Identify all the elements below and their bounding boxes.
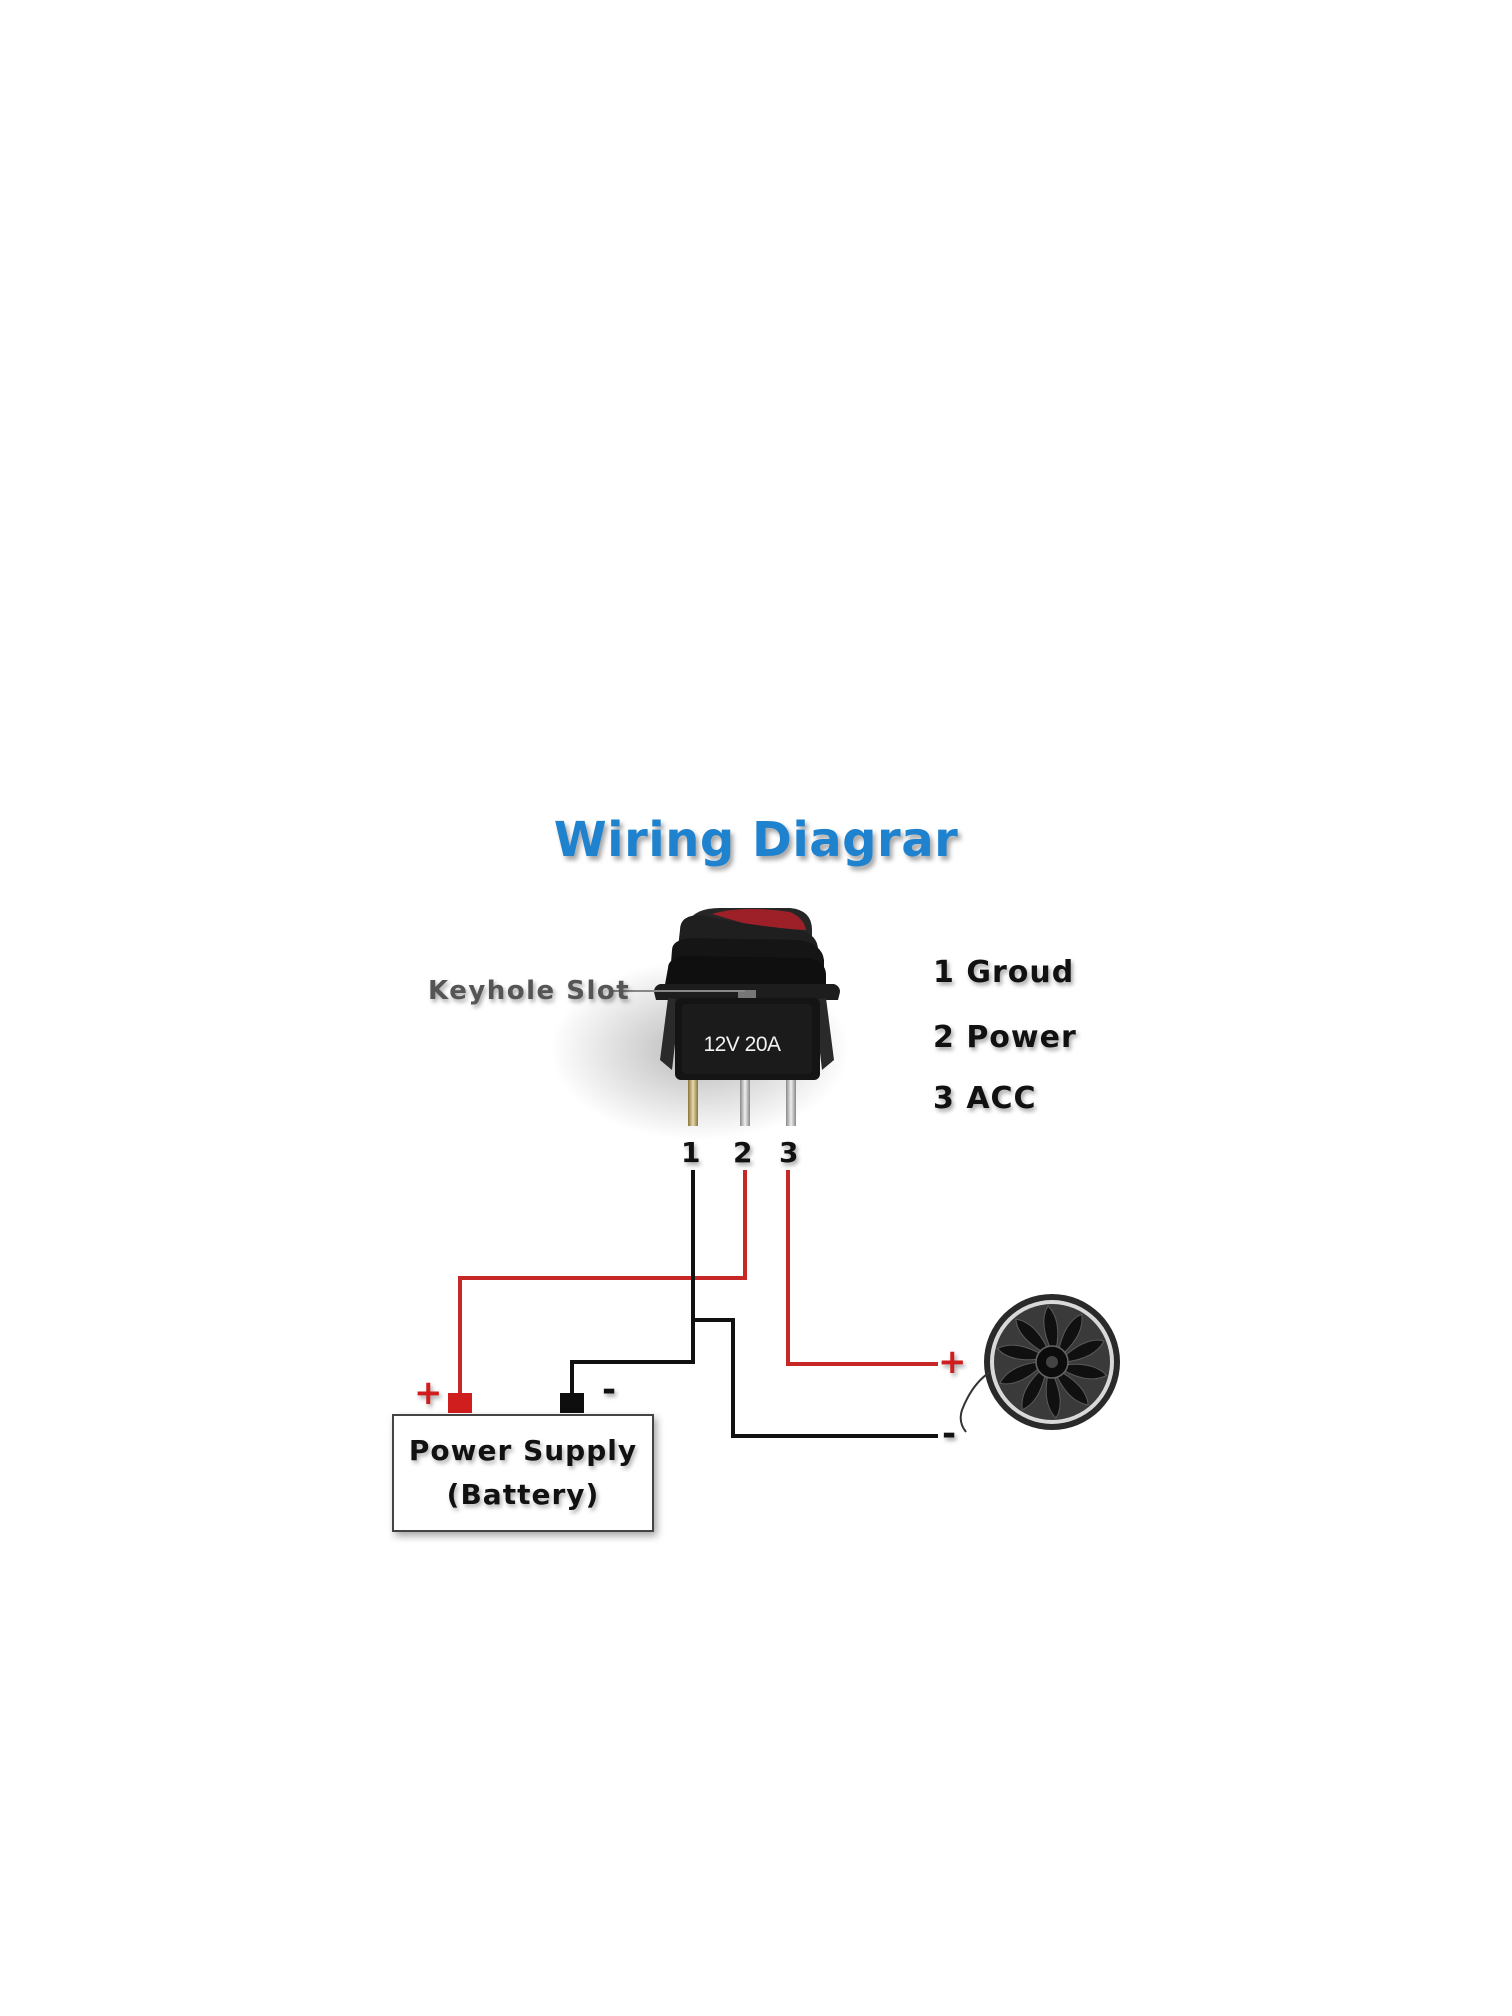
pin-3-label: 3	[779, 1136, 799, 1169]
cooling-fan-icon	[959, 1294, 1120, 1433]
negative-wires	[570, 1170, 938, 1438]
battery-plus-sign: +	[414, 1373, 443, 1413]
battery-label-line2: (Battery)	[446, 1478, 600, 1511]
pin-1-terminal	[688, 1080, 698, 1126]
pin-1-label: 1	[681, 1136, 701, 1169]
fan-plus-sign: +	[938, 1342, 967, 1382]
legend-item-power: 2 Power	[933, 1020, 1077, 1055]
legend-item-ground: 1 Groud	[933, 955, 1075, 990]
battery-positive-terminal	[448, 1393, 472, 1413]
battery-label-line1: Power Supply	[408, 1434, 638, 1467]
pin-3-terminal	[786, 1080, 796, 1126]
battery-negative-terminal	[560, 1393, 584, 1413]
battery-minus-sign: -	[602, 1370, 617, 1410]
legend-item-acc: 3 ACC	[933, 1081, 1037, 1116]
pin-2-terminal	[740, 1080, 750, 1126]
rocker-switch-icon	[654, 908, 840, 1126]
battery-label: Power Supply (Battery)	[393, 1415, 653, 1531]
positive-wires	[458, 1170, 938, 1395]
fan-minus-sign: -	[942, 1414, 957, 1454]
battery-box	[392, 1414, 654, 1532]
pin-2-label: 2	[733, 1136, 753, 1169]
switch-rating-label: 12V 20A	[703, 1033, 781, 1056]
diagram-title: Wiring Diagrar	[553, 812, 959, 868]
keyhole-slot-label: Keyhole Slot	[428, 976, 631, 1006]
